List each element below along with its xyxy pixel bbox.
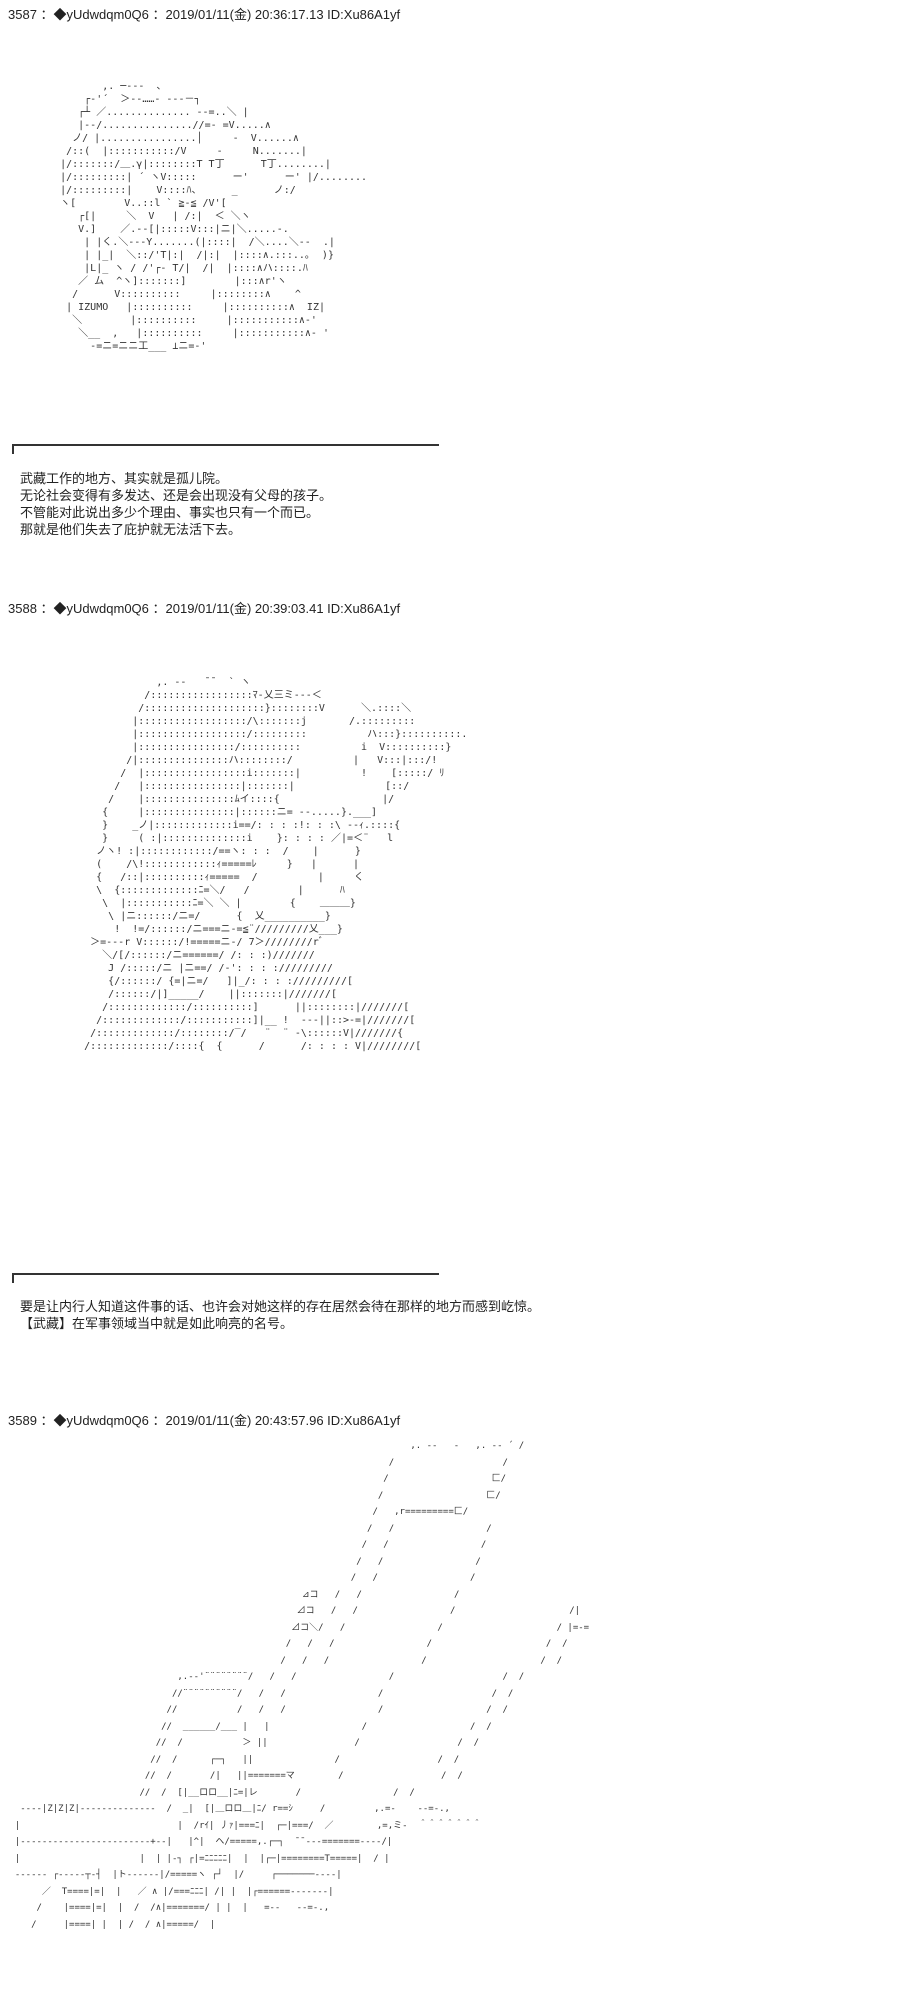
caption-line: 不管能对此说出多少个理由、事实也只有一个而已。 [20,505,320,520]
ascii-art: ,. -‐ ‐ ,. -‐ ´ / / / / [14,1441,590,1930]
divider [12,444,439,454]
post-header: 3589 ：◆yUdwdqm0Q6 ：2019/01/11(金) 20:43:5… [8,1413,401,1428]
caption-line: 武藏工作的地方、其实就是孤儿院。 [20,471,229,486]
caption-line: 无论社会变得有多发达、还是会出现没有父母的孩子。 [20,488,333,503]
post-caption: 要是让内行人知道这件事的话、也许会对她这样的存在居然会待在那样的地方而感到屹惊。… [20,1298,540,1332]
caption-line: 【武藏】在军事领域当中就是如此响亮的名号。 [20,1316,294,1331]
post-header: 3588 ：◆yUdwdqm0Q6 ：2019/01/11(金) 20:39:0… [8,601,401,616]
divider [12,1273,439,1283]
post-caption: 武藏工作的地方、其实就是孤儿院。 无论社会变得有多发达、还是会出现没有父母的孩子… [20,470,332,538]
caption-line: 那就是他们失去了庇护就无法活下去。 [20,522,242,537]
ascii-art: ,. -‐ ̄ ̄ ` ヽ /:::::::::::::::::ﾏ-乂三ミ--‐… [84,677,468,1052]
caption-line: 要是让内行人知道这件事的话、也许会对她这样的存在居然会待在那样的地方而感到屹惊。 [20,1299,541,1314]
ascii-art: ,. ─‐-- 、 ┌‐'´ ＞-‐……‐ ‐‐-－┐ ┌┴ ／........… [60,81,368,352]
post-header: 3587 ：◆yUdwdqm0Q6 ：2019/01/11(金) 20:36:1… [8,7,401,22]
